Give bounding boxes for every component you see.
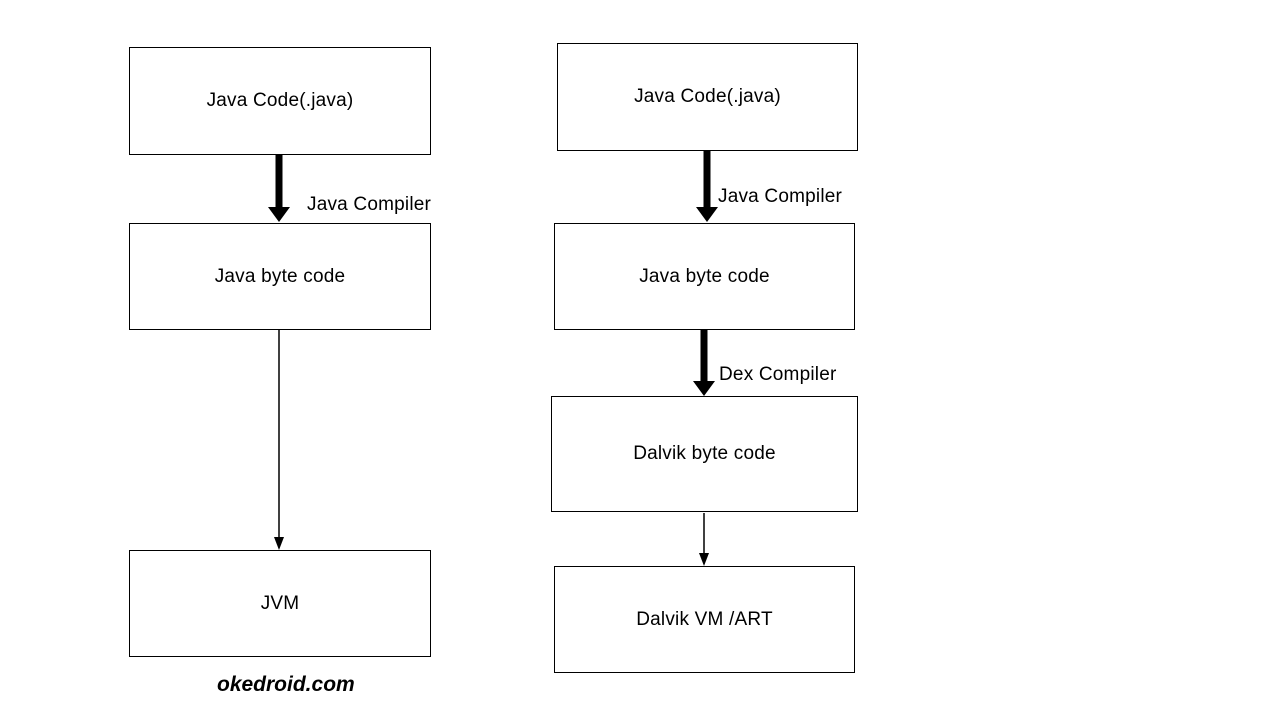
arrow-label-dex-compiler: Dex Compiler bbox=[719, 364, 837, 385]
arrow-label-java-compiler-right: Java Compiler bbox=[718, 186, 843, 207]
arrow-label-java-compiler-left: Java Compiler bbox=[307, 194, 432, 215]
box-java-byte-code-right: Java byte code bbox=[554, 223, 855, 330]
box-java-code-left: Java Code(.java) bbox=[129, 47, 431, 155]
box-jvm: JVM bbox=[129, 550, 431, 657]
thin-down-arrow-to-dalvik-vm bbox=[699, 513, 709, 566]
watermark-okedroid: okedroid.com bbox=[217, 673, 355, 696]
thick-down-arrow-java-compiler-left bbox=[268, 155, 290, 222]
thick-down-arrow-java-compiler-right bbox=[696, 151, 718, 222]
box-dalvik-byte-code: Dalvik byte code bbox=[551, 396, 858, 512]
box-dalvik-vm-art: Dalvik VM /ART bbox=[554, 566, 855, 673]
thin-down-arrow-to-jvm bbox=[274, 330, 284, 550]
box-java-code-right: Java Code(.java) bbox=[557, 43, 858, 151]
thick-down-arrow-dex-compiler bbox=[693, 330, 715, 396]
box-java-byte-code-left: Java byte code bbox=[129, 223, 431, 330]
